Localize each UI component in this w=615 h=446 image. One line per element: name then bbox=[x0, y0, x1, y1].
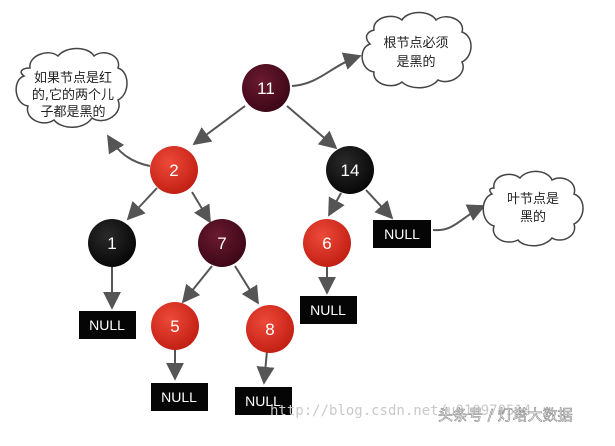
edge-11-14 bbox=[286, 105, 338, 150]
node-14-label: 14 bbox=[341, 161, 360, 180]
node-1-label: 1 bbox=[107, 234, 116, 253]
null-box bbox=[373, 220, 431, 248]
null-leaf-14: NULL bbox=[373, 220, 431, 248]
node-14-circle bbox=[326, 146, 374, 194]
null-box bbox=[79, 311, 136, 339]
edge-14-6 bbox=[328, 192, 345, 217]
edge-14-null bbox=[365, 189, 394, 220]
node-2-label: 2 bbox=[169, 161, 178, 180]
null-label: NULL bbox=[384, 226, 420, 242]
null-label: NULL bbox=[310, 302, 346, 318]
node-14: 14 bbox=[326, 146, 374, 194]
node-2-circle bbox=[150, 146, 198, 194]
null-box bbox=[235, 387, 292, 415]
note-leaf-rule: 叶节点是 黑的 bbox=[482, 170, 584, 247]
node-11: 11 bbox=[242, 64, 290, 112]
null-box bbox=[300, 296, 357, 324]
edge-2-1 bbox=[126, 187, 158, 221]
watermark-url: http://blog.csdn.net/u010970514 bbox=[270, 403, 531, 419]
node-8: 8 bbox=[246, 305, 294, 353]
note-red-rule: 如果节点是红 的,它的两个儿 子都是黑的 bbox=[15, 47, 128, 128]
node-7-label: 7 bbox=[217, 234, 226, 253]
edge-7-8 bbox=[234, 265, 259, 305]
note-leaf-line-1: 叶节点是 bbox=[507, 192, 559, 207]
node-11-circle bbox=[242, 64, 290, 112]
connector-leaf-note bbox=[432, 204, 486, 232]
null-label: NULL bbox=[245, 393, 281, 409]
node-11-label: 11 bbox=[257, 79, 275, 98]
cloud-shape bbox=[15, 47, 128, 128]
node-5: 5 bbox=[151, 302, 199, 350]
connector-root-note bbox=[291, 52, 362, 87]
note-red-line-2: 的,它的两个儿 bbox=[32, 87, 114, 103]
cloud-shape bbox=[361, 11, 472, 89]
null-label: NULL bbox=[161, 389, 197, 405]
note-leaf-line-2: 黑的 bbox=[520, 209, 546, 225]
node-2: 2 bbox=[150, 146, 198, 194]
node-6-circle bbox=[303, 219, 351, 267]
node-8-circle bbox=[246, 305, 294, 353]
node-1: 1 bbox=[88, 219, 136, 267]
node-1-circle bbox=[88, 219, 136, 267]
node-7: 7 bbox=[198, 219, 246, 267]
watermark: http://blog.csdn.net/u010970514 头条号 / 灯塔… bbox=[270, 403, 573, 424]
null-box bbox=[151, 383, 208, 411]
node-8-label: 8 bbox=[265, 320, 274, 339]
note-red-line-1: 如果节点是红 bbox=[34, 70, 112, 86]
null-leaf-5: NULL bbox=[151, 383, 208, 411]
watermark-brand: 头条号 / 灯塔大数据 bbox=[438, 406, 573, 424]
cloud-shape bbox=[482, 170, 584, 247]
node-5-label: 5 bbox=[170, 317, 179, 336]
connector-red-note bbox=[107, 134, 151, 167]
edge-7-5 bbox=[181, 265, 213, 304]
null-leaf-8: NULL bbox=[235, 387, 292, 415]
note-connectors bbox=[107, 52, 486, 232]
null-label: NULL bbox=[89, 317, 125, 333]
note-red-line-3: 子都是黑的 bbox=[40, 104, 105, 120]
note-root-rule: 根节点必须 是黑的 bbox=[361, 11, 472, 89]
note-root-line-2: 是黑的 bbox=[396, 54, 435, 70]
null-leaf-6: NULL bbox=[300, 296, 357, 324]
node-7-circle bbox=[198, 219, 246, 267]
edge-8-null bbox=[256, 350, 275, 385]
node-6-label: 6 bbox=[322, 234, 331, 253]
tree-edges bbox=[103, 105, 394, 385]
null-leaf-1: NULL bbox=[79, 311, 136, 339]
edge-2-7 bbox=[191, 191, 211, 224]
node-5-circle bbox=[151, 302, 199, 350]
note-root-line-1: 根节点必须 bbox=[383, 36, 448, 51]
node-6: 6 bbox=[303, 219, 351, 267]
edge-11-2 bbox=[192, 105, 246, 146]
